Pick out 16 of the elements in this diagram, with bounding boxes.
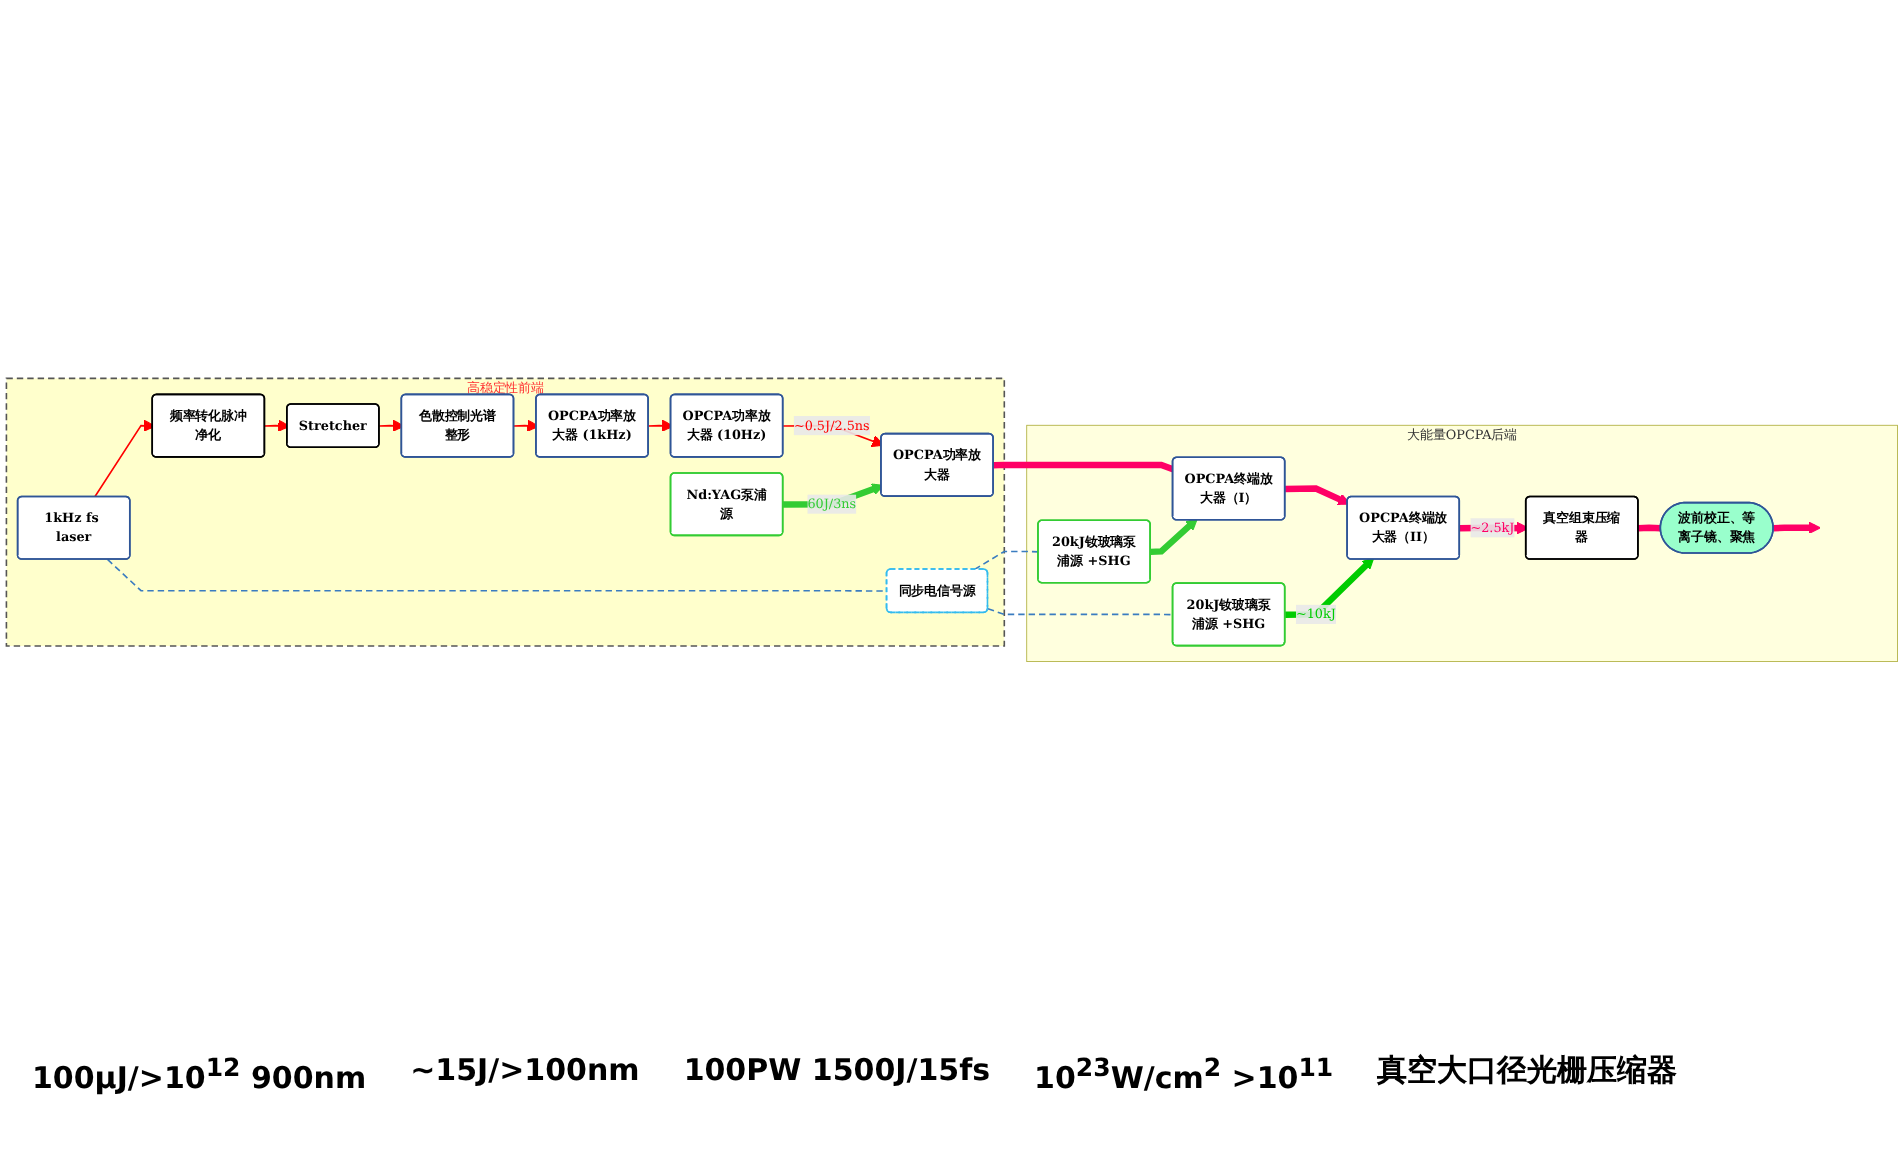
note-text: 100μJ/>10$^{12}$ 900nm <box>32 1052 367 1096</box>
arrow <box>93 419 156 498</box>
note-text: ~15J/>100nm <box>410 1052 640 1092</box>
connector <box>106 558 888 592</box>
note-text: 10$^{23}$W/cm$^{2}$ >10$^{11}$ <box>1034 1052 1334 1096</box>
arrow <box>647 419 674 432</box>
connector <box>1638 524 1661 532</box>
note-text: 100PW 1500J/15fs <box>683 1052 991 1092</box>
note-text: 真空大口径光栅压缩器 <box>1377 1052 1678 1092</box>
arrow <box>1285 485 1351 505</box>
arrow <box>1150 518 1198 556</box>
connector <box>973 550 1040 571</box>
connector <box>987 608 1174 616</box>
connector <box>993 461 1175 473</box>
arrow <box>378 419 405 432</box>
arrow <box>1773 521 1821 534</box>
